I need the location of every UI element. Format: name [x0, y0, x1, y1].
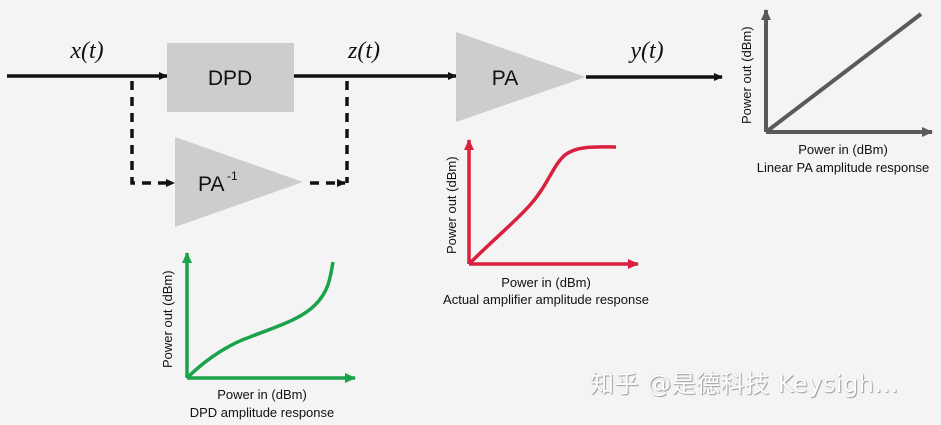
pa-inverse-triangle — [175, 137, 303, 227]
watermark: 知乎 @是德科技 Keysigh... — [590, 370, 899, 398]
actual-caption: Actual amplifier amplitude response — [443, 292, 649, 307]
linear-caption: Linear PA amplitude response — [757, 160, 929, 175]
dpd-response-curve — [185, 261, 335, 380]
dpd-block — [167, 43, 294, 112]
actual-ylabel: Power out (dBm) — [444, 156, 459, 254]
actual-xlabel: Power in (dBm) — [501, 275, 591, 290]
actual-response-curve — [467, 145, 617, 266]
signal-label-x: x(t) — [69, 38, 103, 64]
signal-label-y: y(t) — [628, 38, 663, 64]
pa-block-label: PA — [492, 67, 518, 90]
pa-inverse-label: PA — [198, 173, 224, 196]
signal-label-z: z(t) — [347, 38, 380, 64]
dpd-xlabel: Power in (dBm) — [217, 387, 307, 402]
dashed-tap-left — [130, 81, 175, 187]
dpd-ylabel: Power out (dBm) — [160, 270, 175, 368]
pa-amplifier-triangle — [456, 32, 586, 122]
linear-pa-chart: Power out (dBm) Power in (dBm) Linear PA… — [739, 9, 933, 175]
dpd-caption: DPD amplitude response — [190, 405, 335, 420]
dpd-block-label: DPD — [208, 67, 252, 90]
pa-inverse-superscript: -1 — [227, 169, 238, 183]
linear-ylabel: Power out (dBm) — [739, 26, 754, 124]
dpd-response-chart: Power out (dBm) Power in (dBm) DPD ampli… — [160, 252, 356, 420]
linear-response-curve — [764, 12, 923, 134]
actual-amplifier-chart: Power out (dBm) Power in (dBm) Actual am… — [443, 139, 649, 307]
linear-xlabel: Power in (dBm) — [798, 142, 888, 157]
